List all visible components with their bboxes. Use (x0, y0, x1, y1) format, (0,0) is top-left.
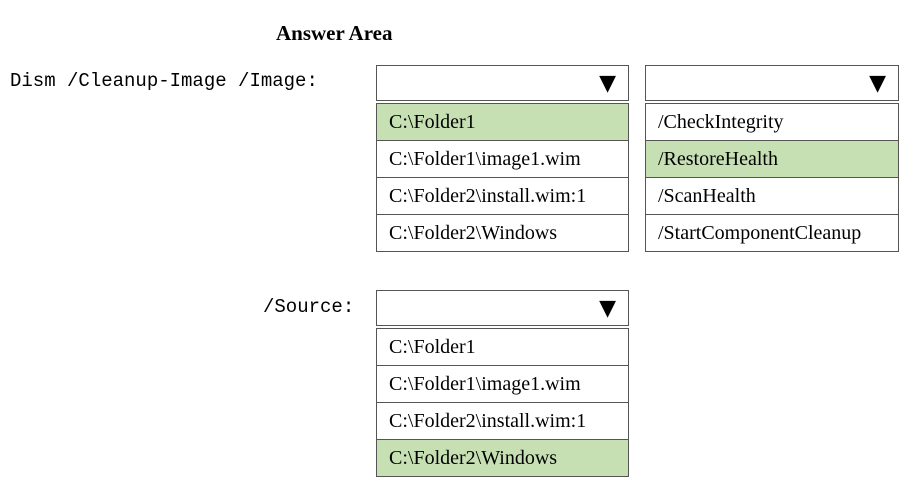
image-option[interactable]: C:\Folder2\Windows (377, 215, 628, 252)
source-option[interactable]: C:\Folder1\image1.wim (377, 366, 628, 403)
source-option[interactable]: C:\Folder1 (377, 329, 628, 366)
dropdown-arrow-icon: ▼ (599, 296, 616, 321)
action-dropdown: ▼ /CheckIntegrity /RestoreHealth /ScanHe… (645, 65, 899, 252)
action-option[interactable]: /RestoreHealth (646, 141, 898, 178)
image-option[interactable]: C:\Folder1\image1.wim (377, 141, 628, 178)
image-dropdown: ▼ C:\Folder1 C:\Folder1\image1.wim C:\Fo… (376, 65, 629, 252)
source-dropdown-header[interactable]: ▼ (376, 290, 629, 326)
dism-command-label: Dism /Cleanup-Image /Image: (10, 70, 318, 92)
dropdown-arrow-icon: ▼ (599, 71, 616, 96)
source-option[interactable]: C:\Folder2\Windows (377, 440, 628, 477)
source-dropdown: ▼ C:\Folder1 C:\Folder1\image1.wim C:\Fo… (376, 290, 629, 477)
image-dropdown-header[interactable]: ▼ (376, 65, 629, 101)
image-option[interactable]: C:\Folder2\install.wim:1 (377, 178, 628, 215)
action-option[interactable]: /StartComponentCleanup (646, 215, 898, 252)
action-option[interactable]: /CheckIntegrity (646, 104, 898, 141)
image-option[interactable]: C:\Folder1 (377, 104, 628, 141)
action-dropdown-options: /CheckIntegrity /RestoreHealth /ScanHeal… (645, 103, 899, 252)
dropdown-arrow-icon: ▼ (869, 71, 886, 96)
image-dropdown-options: C:\Folder1 C:\Folder1\image1.wim C:\Fold… (376, 103, 629, 252)
source-label: /Source: (263, 296, 355, 318)
action-option[interactable]: /ScanHealth (646, 178, 898, 215)
source-option[interactable]: C:\Folder2\install.wim:1 (377, 403, 628, 440)
source-dropdown-options: C:\Folder1 C:\Folder1\image1.wim C:\Fold… (376, 328, 629, 477)
answer-area-title: Answer Area (276, 21, 393, 45)
action-dropdown-header[interactable]: ▼ (645, 65, 899, 101)
